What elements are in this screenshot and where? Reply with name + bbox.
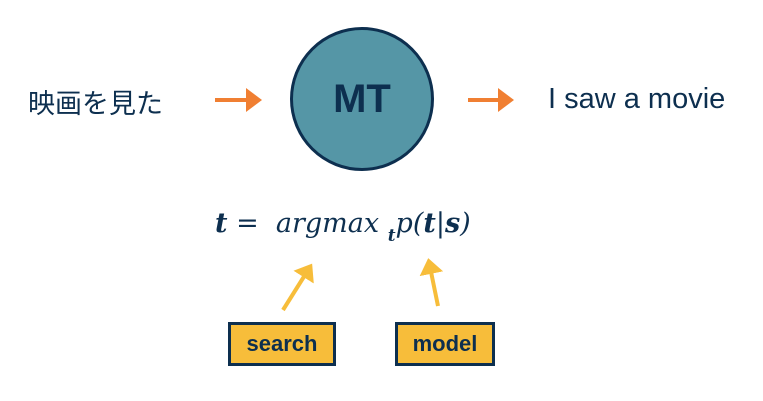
formula-p: p( — [395, 208, 424, 239]
source-sentence: 映画を見た — [28, 89, 163, 120]
formula-close: ) — [460, 208, 471, 239]
formula-bar: | — [435, 208, 445, 239]
mt-system-circle: MT — [290, 27, 434, 171]
model-arrow — [419, 258, 444, 307]
formula-s: s — [444, 208, 461, 239]
search-arrow — [281, 263, 314, 312]
formula-sub: t — [387, 226, 396, 246]
formula-t: t — [423, 208, 436, 239]
model-label: model — [395, 322, 495, 366]
formula-lhs: t — [215, 208, 228, 239]
formula-eq: = — [236, 208, 259, 239]
formula-argmax: argmax — [275, 208, 380, 239]
target-sentence: I saw a movie — [548, 83, 726, 115]
search-label: search — [228, 322, 336, 366]
argmax-formula: t = argmax tp(t|s) — [215, 208, 471, 246]
